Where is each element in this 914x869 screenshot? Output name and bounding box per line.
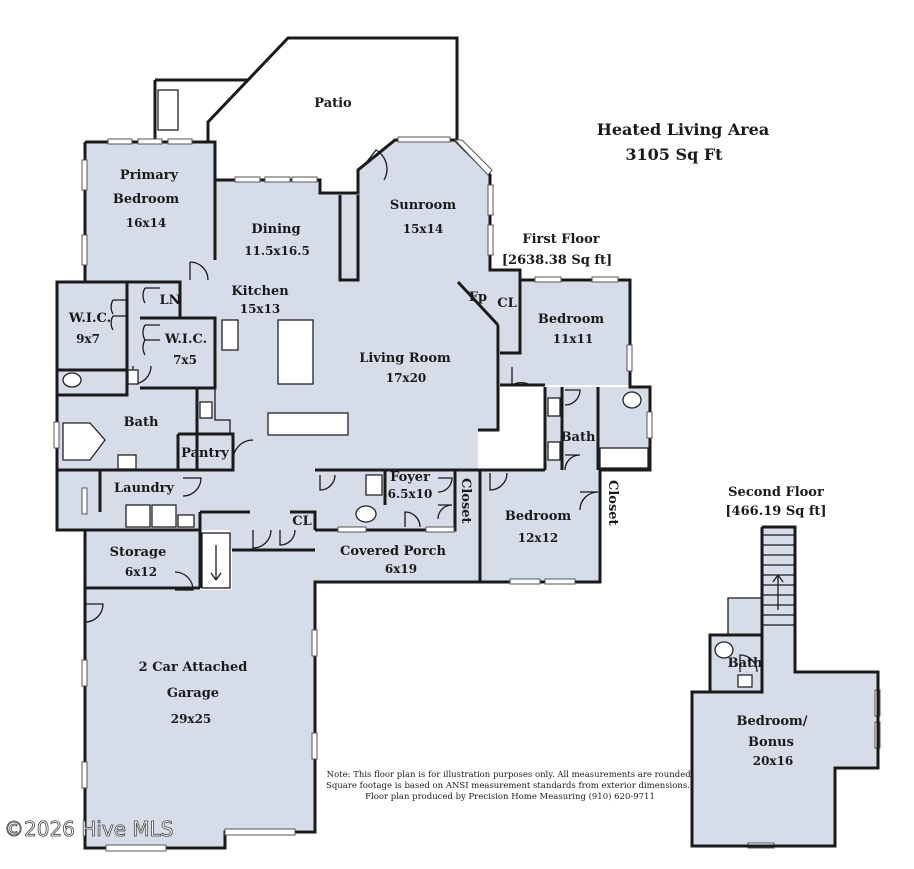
primary-bedroom-label-2: Bedroom: [113, 192, 180, 207]
dining-dims: 11.5x16.5: [244, 244, 310, 258]
second-floor-name: Second Floor: [728, 485, 824, 500]
living-room-dims: 17x20: [386, 371, 427, 385]
bonus-label: Bedroom/: [736, 714, 807, 729]
bedroom1-dims: 11x11: [553, 332, 594, 346]
cl1-label: CL: [497, 296, 517, 311]
doors: [84, 149, 758, 673]
garage-label-2: Garage: [167, 686, 219, 701]
first-floor-name: First Floor: [522, 232, 599, 247]
wic1-label: W.I.C.: [68, 311, 111, 326]
primary-bath-label: Bath: [124, 415, 159, 430]
storage-label: Storage: [110, 545, 167, 560]
labels: Heated Living Area 3105 Sq Ft First Floo…: [4, 96, 827, 841]
wic2-dims: 7x5: [173, 353, 197, 367]
stairs: [762, 534, 795, 626]
patio-label: Patio: [314, 96, 352, 111]
second-floor-walls: [690, 525, 880, 848]
living-room-label: Living Room: [359, 351, 451, 366]
laundry-label: Laundry: [114, 481, 174, 496]
exterior-walls: [55, 36, 652, 850]
pantry-label: Pantry: [181, 446, 229, 461]
fixtures: [62, 89, 795, 688]
sunroom-label: Sunroom: [390, 198, 456, 213]
kitchen-label: Kitchen: [231, 284, 289, 299]
cl2-label: CL: [292, 514, 312, 529]
garage-dims: 29x25: [171, 712, 212, 726]
ln-label: LN: [159, 293, 180, 308]
bedroom1-label: Bedroom: [538, 312, 605, 327]
foyer-dims: 6.5x10: [388, 487, 433, 501]
heated-area-total: 3105 Sq Ft: [625, 145, 723, 164]
bath2-label: Bath: [561, 430, 596, 445]
dining-label: Dining: [251, 222, 300, 237]
bonus-label-2: Bonus: [748, 735, 794, 750]
garage-label: 2 Car Attached: [139, 660, 248, 675]
storage-dims: 6x12: [125, 565, 157, 579]
bonus-dims: 20x16: [753, 754, 794, 768]
covered-porch-dims: 6x19: [385, 562, 417, 576]
primary-bedroom-dims: 16x14: [126, 216, 167, 230]
fp-label: Fp: [469, 290, 487, 305]
foyer-label: Foyer: [390, 470, 430, 485]
note-line-3: Floor plan produced by Precision Home Me…: [365, 791, 655, 802]
note-line-1: Note: This floor plan is for illustratio…: [327, 770, 694, 780]
heated-area-title: Heated Living Area: [597, 120, 769, 139]
note-line-2: Square footage is based on ANSI measurem…: [326, 781, 690, 791]
windows: [53, 136, 881, 852]
bath3-label: Bath: [728, 656, 763, 671]
covered-porch-label: Covered Porch: [340, 544, 446, 559]
watermark: ©2026 Hive MLS: [4, 817, 173, 841]
closet2-label: Closet: [605, 480, 620, 526]
second-floor-area: [466.19 Sq ft]: [725, 504, 826, 519]
primary-bedroom-label: Primary: [120, 168, 179, 183]
closet1-label: Closet: [458, 478, 473, 524]
wic2-label: W.I.C.: [164, 332, 207, 347]
bedroom2-label: Bedroom: [505, 509, 572, 524]
bedroom2-dims: 12x12: [518, 531, 559, 545]
wic1-dims: 9x7: [76, 332, 100, 346]
interior-walls: [57, 180, 630, 588]
room-fills: [57, 140, 878, 848]
sunroom-dims: 15x14: [403, 222, 444, 236]
first-floor-area: [2638.38 Sq ft]: [502, 253, 612, 268]
kitchen-dims: 15x13: [240, 302, 281, 316]
